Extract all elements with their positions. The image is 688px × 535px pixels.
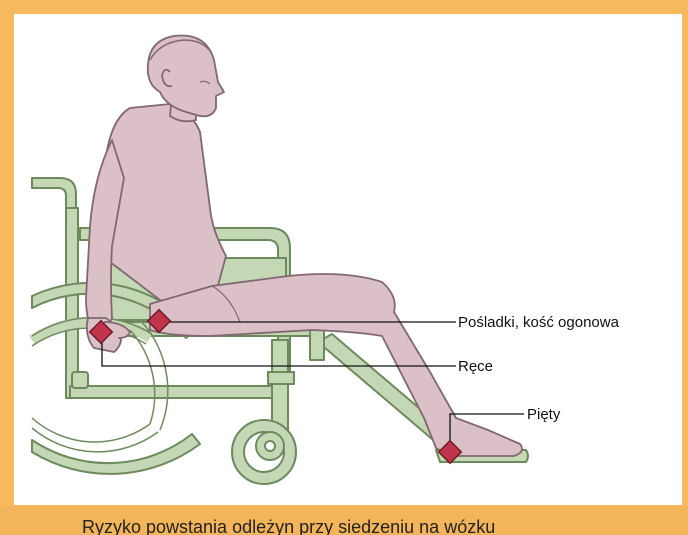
lower-frame	[70, 386, 286, 398]
label-hands: Ręce	[458, 358, 493, 375]
push-handle	[32, 178, 76, 210]
caption-bar: Ryzyko powstania odleżyn przy siedzeniu …	[0, 506, 688, 535]
caster-wheel	[232, 420, 296, 484]
front-post	[272, 340, 288, 432]
figure-caption: Ryzyko powstania odleżyn przy siedzeniu …	[82, 517, 495, 535]
label-heels: Pięty	[527, 406, 561, 423]
label-buttocks: Pośladki, kość ogonowa	[458, 314, 620, 331]
front-post-joint	[268, 372, 294, 384]
back-post	[66, 208, 78, 398]
